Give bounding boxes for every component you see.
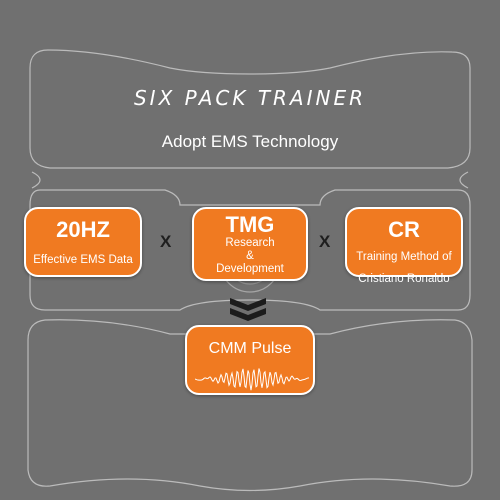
- factor-cr-caption-line: Training Method of: [356, 251, 452, 263]
- factor-cr-headline: CR: [388, 217, 420, 242]
- factor-tmg-caption-line: &: [246, 250, 254, 262]
- factor-tmg-caption-line: Development: [216, 263, 284, 275]
- technology-subtitle: Adopt EMS Technology: [161, 132, 339, 151]
- cmm-pulse-box: CMM Pulse: [185, 325, 315, 395]
- factor-20hz-headline: 20HZ: [56, 217, 110, 242]
- double-chevron-down-icon: [230, 298, 266, 321]
- multiply-sign: X: [319, 232, 331, 251]
- factor-cr-caption-line: Cristiano Ronaldo: [358, 273, 450, 285]
- factor-20hz-caption: Effective EMS Data: [33, 254, 133, 266]
- multiply-sign: X: [160, 232, 172, 251]
- factor-tmg-caption-line: Research: [225, 237, 275, 249]
- cmm-pulse-headline: CMM Pulse: [208, 340, 292, 357]
- factor-tmg-headline: TMG: [225, 212, 275, 237]
- factor-20hz-box: 20HZ Effective EMS Data: [24, 207, 142, 277]
- pulse-wave-icon: [195, 368, 309, 391]
- factor-tmg-box: TMG Research & Development: [192, 207, 308, 281]
- product-title: SIX PACK TRAINER: [133, 86, 367, 110]
- factor-cr-box: CR Training Method of Cristiano Ronaldo: [345, 207, 463, 285]
